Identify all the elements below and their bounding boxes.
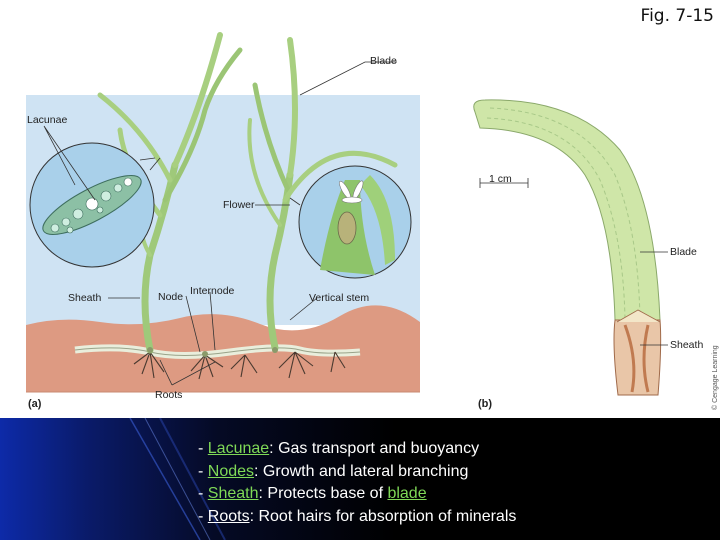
notes-band (0, 418, 720, 540)
note-term-blade[interactable]: blade (387, 485, 427, 502)
seagrass-figure: Lacunae Blade Flower Sheath Node Interno… (26, 32, 719, 410)
note-prefix: - (198, 440, 208, 457)
note-text: : Root hairs for absorption of minerals (249, 507, 517, 525)
roots (133, 351, 346, 380)
scale-bar (479, 178, 529, 188)
sheath-label-a: Sheath (68, 292, 101, 304)
flower-inset (289, 165, 412, 279)
note-text: : Gas transport and buoyancy (269, 440, 480, 457)
roots-label: Roots (155, 389, 182, 401)
lacunae-inset (29, 142, 161, 268)
note-prefix: - (198, 485, 208, 502)
node-label: Node (158, 291, 183, 303)
note-prefix: - (198, 507, 208, 525)
panel-b-blade (473, 99, 662, 396)
note-roots: - Roots: Root hairs for absorption of mi… (198, 506, 516, 529)
leader-lines-a (43, 61, 397, 386)
figure-number: Fig. 7-15 (640, 6, 714, 26)
note-term-roots[interactable]: Roots (207, 507, 250, 525)
note-prefix: - (198, 462, 208, 480)
blade-label-b: Blade (670, 246, 697, 258)
blade-label-a: Blade (370, 55, 397, 67)
credit-text: © Cengage Learning (711, 345, 719, 410)
panel-a-label: (a) (28, 398, 42, 410)
sheath-label-b: Sheath (670, 339, 703, 351)
panel-b-label: (b) (478, 398, 492, 410)
note-sheath: - Sheath: Protects base of blade (198, 483, 516, 506)
flower-label: Flower (223, 199, 255, 211)
plant-right (247, 37, 398, 352)
note-nodes: - Nodes: Growth and lateral branching (198, 461, 516, 484)
vertical-stem-label: Vertical stem (309, 292, 369, 304)
scale-bar-label: 1 cm (489, 173, 512, 185)
note-term-sheath[interactable]: Sheath (207, 485, 259, 502)
leader-lines-b (640, 251, 668, 346)
internode-label: Internode (190, 285, 235, 297)
lacunae-label: Lacunae (27, 114, 67, 126)
note-lacunae: - Lacunae: Gas transport and buoyancy (198, 438, 516, 461)
note-text: : Growth and lateral branching (254, 462, 469, 480)
node-markers (147, 347, 278, 357)
note-term-lacunae[interactable]: Lacunae (207, 440, 270, 457)
notes-list: - Lacunae: Gas transport and buoyancy - … (198, 438, 516, 528)
decorative-streaks (129, 418, 226, 540)
note-text: : Protects base of (258, 485, 388, 502)
sediment (26, 305, 420, 392)
note-term-nodes[interactable]: Nodes (207, 462, 255, 480)
